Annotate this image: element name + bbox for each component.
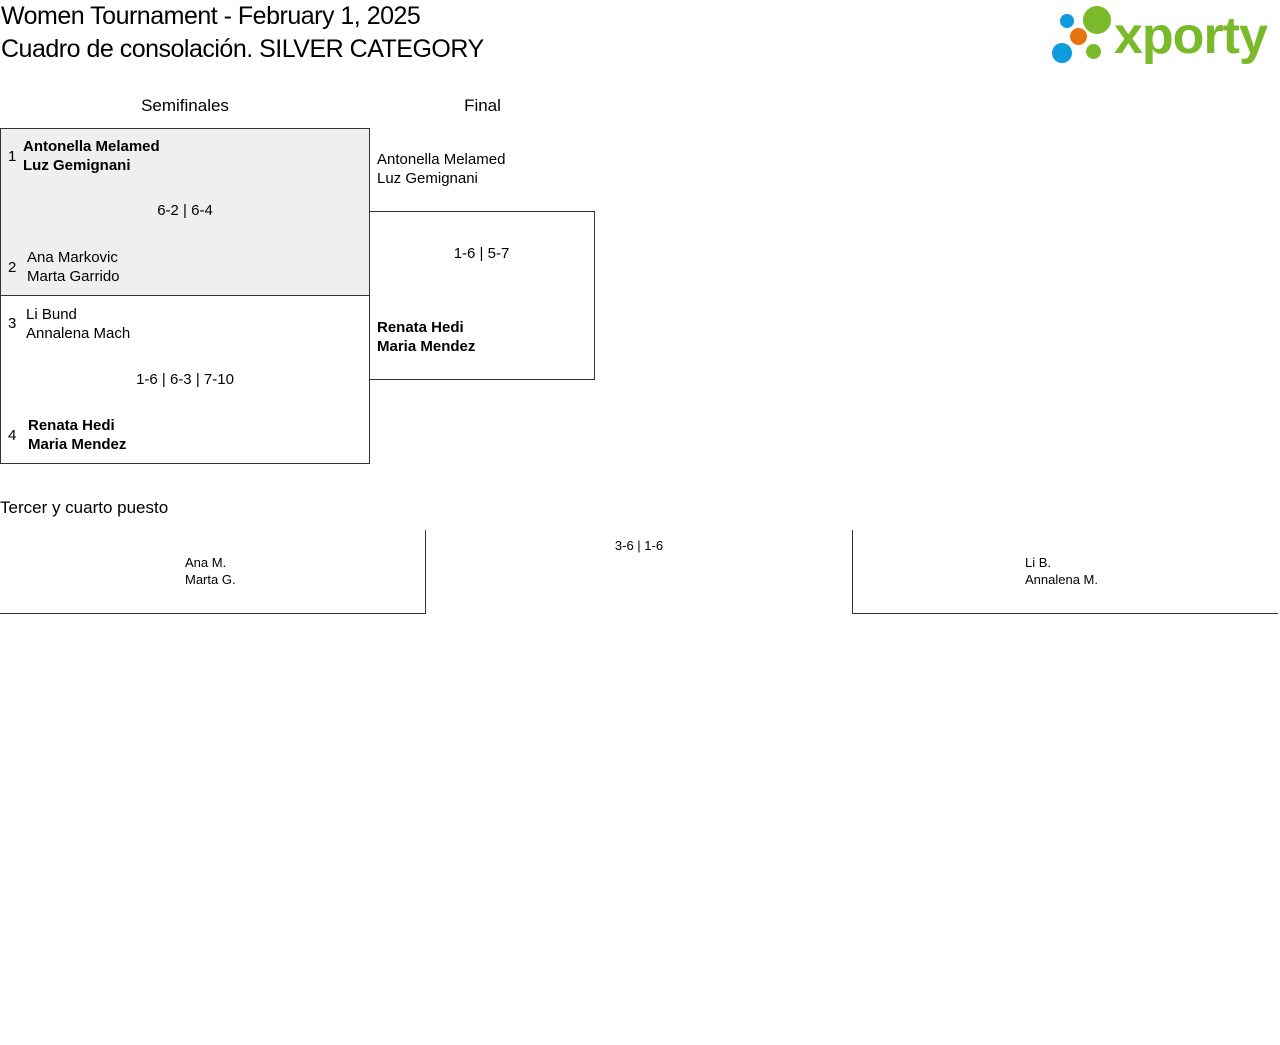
player: Ana Markovic (27, 249, 118, 266)
third-place-team-b: Li B. Annalena M. (1025, 554, 1098, 588)
player: Ana M. (185, 555, 227, 570)
player: Maria Mendez (377, 338, 476, 355)
round-header-semifinales: Semifinales (141, 96, 229, 115)
player: Luz Gemignani (23, 157, 131, 174)
seed: 2 (8, 259, 17, 276)
player: Renata Hedi (377, 319, 464, 336)
match-score: 1-6 | 5-7 (453, 245, 510, 262)
third-place-score: 3-6 | 1-6 (614, 538, 664, 553)
match-score: 1-6 | 6-3 | 7-10 (136, 371, 234, 388)
player: Li Bund (26, 306, 77, 323)
third-place-team-b-box: Li B. Annalena M. (852, 530, 1278, 614)
page-subtitle: Cuadro de consolación. SILVER CATEGORY (1, 35, 484, 63)
seed: 3 (8, 315, 17, 332)
player: Annalena M. (1025, 572, 1098, 587)
logo-text: xporty (1114, 7, 1268, 65)
player: Marta G. (185, 572, 236, 587)
round-header-final: Final (464, 96, 501, 115)
third-place-team-a-box: Ana M. Marta G. (0, 530, 426, 614)
player: Antonella Melamed (377, 151, 506, 168)
player: Marta Garrido (27, 268, 120, 285)
xporty-logo: xporty (1050, 4, 1276, 66)
player: Luz Gemignani (377, 170, 478, 187)
player: Annalena Mach (26, 325, 131, 342)
third-place-team-a: Ana M. Marta G. (185, 554, 236, 588)
third-place-title: Tercer y cuarto puesto (0, 498, 169, 517)
player: Renata Hedi (28, 417, 115, 434)
match-score: 6-2 | 6-4 (157, 202, 213, 219)
seed: 4 (8, 427, 17, 444)
player: Maria Mendez (28, 436, 127, 453)
seed: 1 (8, 148, 17, 165)
player: Li B. (1025, 555, 1052, 570)
page-title: Women Tournament - February 1, 2025 (1, 2, 421, 30)
player: Antonella Melamed (23, 138, 160, 155)
